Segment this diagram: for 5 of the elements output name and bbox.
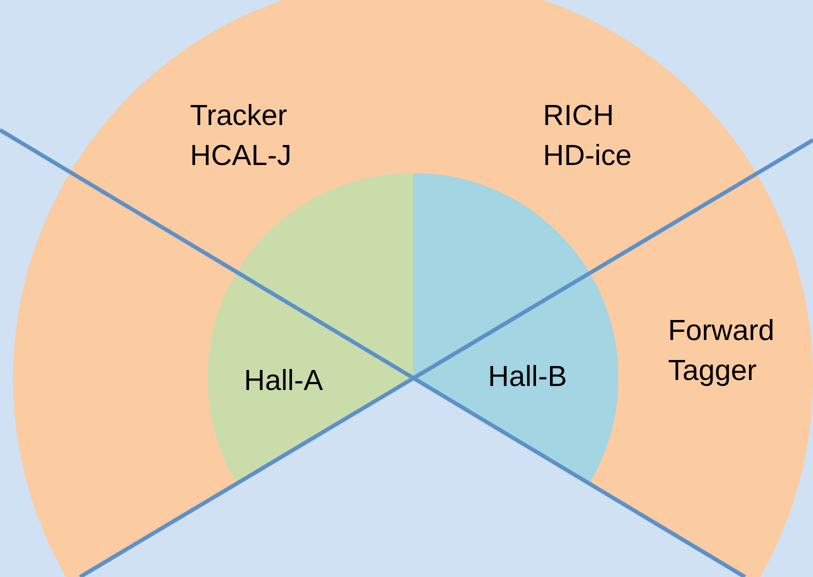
region-label: Tracker HCAL-J [190,99,293,174]
region-label: RICH HD-ice [543,99,633,174]
region-label: Hall-B [488,360,568,395]
region-label: Forward Tagger [668,314,776,389]
region-label: Hall-A [244,364,324,399]
